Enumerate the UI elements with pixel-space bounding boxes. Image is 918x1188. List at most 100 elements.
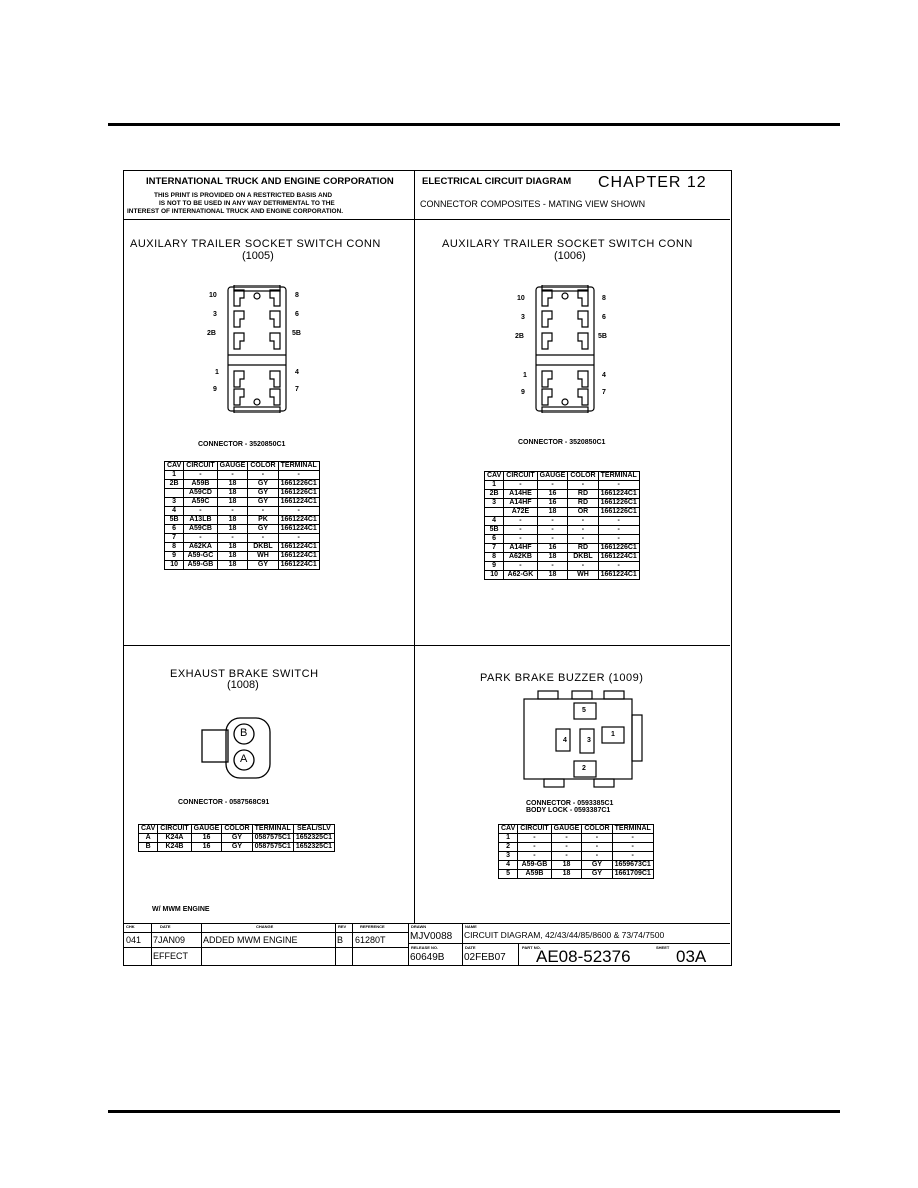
- table-cell: -: [536, 516, 569, 526]
- table-cell: 5B: [163, 515, 185, 525]
- table-cell: -: [550, 842, 583, 852]
- panel-1006-code: (1006): [554, 250, 586, 262]
- table-header-cell: COLOR: [567, 471, 599, 481]
- table-cell: PK: [247, 515, 279, 525]
- table-cell: -: [517, 833, 552, 843]
- table-cell: 7: [483, 543, 505, 553]
- table-cell: 18: [216, 479, 249, 489]
- table-cell: -: [597, 516, 640, 526]
- table-cell: 1: [163, 470, 185, 480]
- table-cell: -: [550, 833, 583, 843]
- release-date-value: 02FEB07: [464, 952, 506, 963]
- table-cell: -: [503, 480, 538, 490]
- label-date: DATE: [160, 924, 171, 929]
- table-cell: [163, 488, 185, 498]
- panel-1005-title: AUXILARY TRAILER SOCKET SWITCH CONN: [130, 238, 381, 250]
- table-row: 6----: [483, 534, 640, 544]
- table-cell: 1661224C1: [277, 560, 320, 570]
- pin-label: A: [240, 753, 248, 765]
- table-cell: RD: [567, 543, 599, 553]
- table-cell: -: [503, 525, 538, 535]
- table-cell: 4: [483, 516, 505, 526]
- notice-line-3: INTEREST OF INTERNATIONAL TRUCK AND ENGI…: [127, 208, 344, 215]
- table-cell: 1661226C1: [597, 498, 640, 508]
- table-header-cell: CAV: [483, 471, 505, 481]
- chapter-label: CHAPTER 12: [598, 174, 707, 191]
- table-cell: GY: [221, 833, 253, 843]
- table-cell: -: [567, 561, 599, 571]
- table-cell: A14HF: [503, 498, 538, 508]
- table-cell: 1661224C1: [597, 570, 640, 580]
- sheet-number: 03A: [676, 947, 707, 966]
- pin-label: 5B: [598, 333, 607, 340]
- pin-label: 4: [295, 369, 299, 376]
- table-row: 1----: [497, 833, 654, 843]
- table-cell: 1661224C1: [277, 551, 320, 561]
- table-cell: 1661224C1: [277, 524, 320, 534]
- table-cell: RD: [567, 489, 599, 499]
- company-name: INTERNATIONAL TRUCK AND ENGINE CORPORATI…: [146, 176, 394, 187]
- table-row: 2----: [497, 842, 654, 852]
- table-cell: A62KB: [503, 552, 538, 562]
- table-cell: 3: [483, 498, 505, 508]
- table-header-cell: CIRCUIT: [503, 471, 538, 481]
- label-reference: REFERENCE: [360, 924, 385, 929]
- table-cell: -: [581, 833, 613, 843]
- table-cell: -: [567, 516, 599, 526]
- table-cell: -: [183, 506, 218, 516]
- panel-1008-connector: CONNECTOR - 0587568C91: [178, 799, 270, 806]
- table-cell: 1661224C1: [597, 552, 640, 562]
- table-cell: -: [277, 506, 320, 516]
- table-cell: 2: [497, 842, 519, 852]
- pin-label: 3: [587, 737, 591, 744]
- table-cell: 1661709C1: [611, 869, 654, 879]
- drawing-name: CIRCUIT DIAGRAM, 42/43/44/85/8600 & 73/7…: [464, 930, 665, 940]
- table-cell: 1661224C1: [277, 497, 320, 507]
- part-number: AE08-52376: [536, 947, 631, 966]
- pin-label: 4: [602, 372, 606, 379]
- table-cell: -: [536, 525, 569, 535]
- panel-1008-title: EXHAUST BRAKE SWITCH: [170, 668, 319, 680]
- pin-label: 1: [215, 369, 219, 376]
- exhaust-switch-graphic: [201, 717, 271, 779]
- table-header-cell: GAUGE: [550, 824, 583, 834]
- table-cell: GY: [581, 860, 613, 870]
- label-date2: DATE: [465, 945, 476, 950]
- table-cell: A59CD: [183, 488, 218, 498]
- table-cell: -: [581, 842, 613, 852]
- table-header-cell: GAUGE: [216, 461, 249, 471]
- table-cell: A72E: [503, 507, 538, 517]
- table-cell: -: [247, 470, 279, 480]
- table-cell: 10: [163, 560, 185, 570]
- pin-label: B: [240, 727, 248, 739]
- table-header-cell: COLOR: [247, 461, 279, 471]
- table-cell: 0587575C1: [251, 833, 294, 843]
- table-cell: 8: [163, 542, 185, 552]
- table-row: 7----: [163, 533, 320, 543]
- table-cell: 4: [497, 860, 519, 870]
- table-cell: GY: [221, 842, 253, 852]
- table-cell: -: [517, 842, 552, 852]
- panel-1009-body-lock: BODY LOCK - 0593387C1: [526, 807, 611, 814]
- table-header-cell: CIRCUIT: [183, 461, 218, 471]
- table-cell: 16: [536, 498, 569, 508]
- table-cell: 16: [190, 842, 223, 852]
- table-cell: -: [567, 534, 599, 544]
- table-cell: -: [277, 470, 320, 480]
- release-no-value: 60649B: [410, 952, 445, 963]
- table-cell: A59CB: [183, 524, 218, 534]
- table-cell: 1652325C1: [292, 842, 336, 852]
- table-cell: A59B: [517, 869, 552, 879]
- table-cell: -: [536, 561, 569, 571]
- table-cell: K24B: [157, 842, 192, 852]
- table-cell: 1661226C1: [597, 543, 640, 553]
- table-cell: 1661226C1: [277, 479, 320, 489]
- table-cell: -: [550, 851, 583, 861]
